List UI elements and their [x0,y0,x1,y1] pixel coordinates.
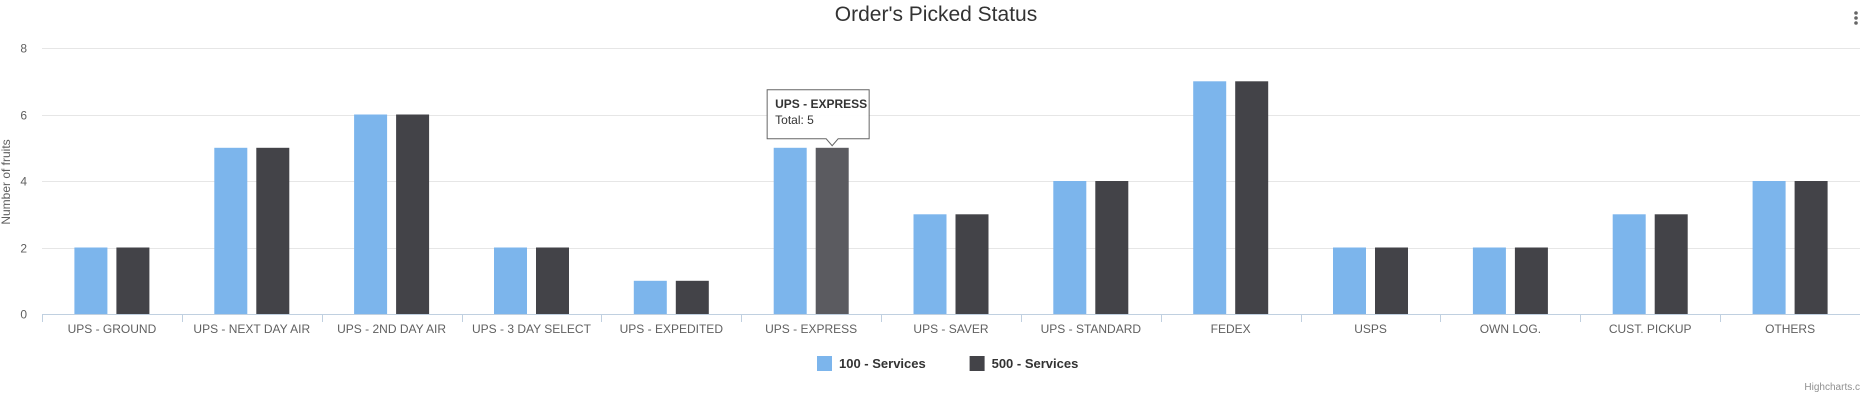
bar[interactable] [1235,81,1269,315]
bar[interactable] [354,114,388,315]
bar[interactable] [116,247,150,315]
x-tick-label: CUST. PICKUP [1609,322,1692,336]
x-tick-label: UPS - NEXT DAY AIR [193,322,310,336]
bar[interactable] [1193,81,1227,315]
x-tick-label: UPS - EXPRESS [765,322,857,336]
bar[interactable] [1514,247,1548,315]
bar[interactable] [1375,247,1408,315]
bar[interactable] [955,214,989,315]
y-tick-label: 0 [20,308,27,322]
bar[interactable] [214,147,248,315]
bar[interactable] [1472,247,1506,315]
x-tick-label: OWN LOG. [1480,322,1541,336]
bar[interactable] [675,280,709,315]
bar[interactable] [536,247,569,315]
x-tick-label: OTHERS [1765,322,1815,336]
tooltip-title: UPS - EXPRESS [775,97,867,111]
tooltip-body: Total: 5 [775,113,814,127]
bar[interactable] [1612,214,1646,315]
chart-title: Order's Picked Status [835,3,1037,26]
y-tick-label: 2 [20,242,27,256]
legend: 100 - Services 500 - Services [817,356,1078,371]
bar[interactable] [633,280,667,315]
bar[interactable] [1095,181,1129,314]
context-menu-icon[interactable] [1854,11,1858,25]
legend-swatch[interactable] [969,356,985,371]
legend-label[interactable]: 100 - Services [839,356,926,371]
x-tick-label: UPS - 2ND DAY AIR [337,322,446,336]
bar[interactable] [1752,181,1786,314]
x-tick-label: UPS - STANDARD [1041,322,1142,336]
bar[interactable] [396,114,430,315]
bar[interactable] [913,214,947,315]
bar[interactable] [1053,181,1087,314]
bar[interactable] [1333,247,1366,315]
legend-swatch[interactable] [817,356,832,371]
x-tick-label: UPS - 3 DAY SELECT [472,322,592,336]
tooltip-box [766,89,870,147]
bar[interactable] [74,247,108,315]
y-tick-label: 6 [20,109,27,123]
bar[interactable] [1654,214,1688,315]
bar[interactable] [815,147,849,315]
bar[interactable] [494,247,527,315]
credits-link[interactable]: Highcharts.c [1804,382,1860,393]
bars [74,81,1828,315]
x-tick-label: USPS [1354,322,1387,336]
bar[interactable] [773,147,807,315]
y-tick-label: 4 [20,175,27,189]
y-tick-label: 8 [20,42,27,56]
x-tick-label: UPS - GROUND [68,322,157,336]
tooltip: UPS - EXPRESS Total: 5 [766,89,870,147]
y-axis-title: Number of fruits [0,139,13,224]
grid-lines [42,48,1860,249]
x-tick-label: FEDEX [1211,322,1251,336]
x-tick-label: UPS - EXPEDITED [620,322,724,336]
bar[interactable] [1794,181,1828,314]
legend-label[interactable]: 500 - Services [992,356,1079,371]
bar[interactable] [256,147,290,315]
x-tick-label: UPS - SAVER [913,322,988,336]
